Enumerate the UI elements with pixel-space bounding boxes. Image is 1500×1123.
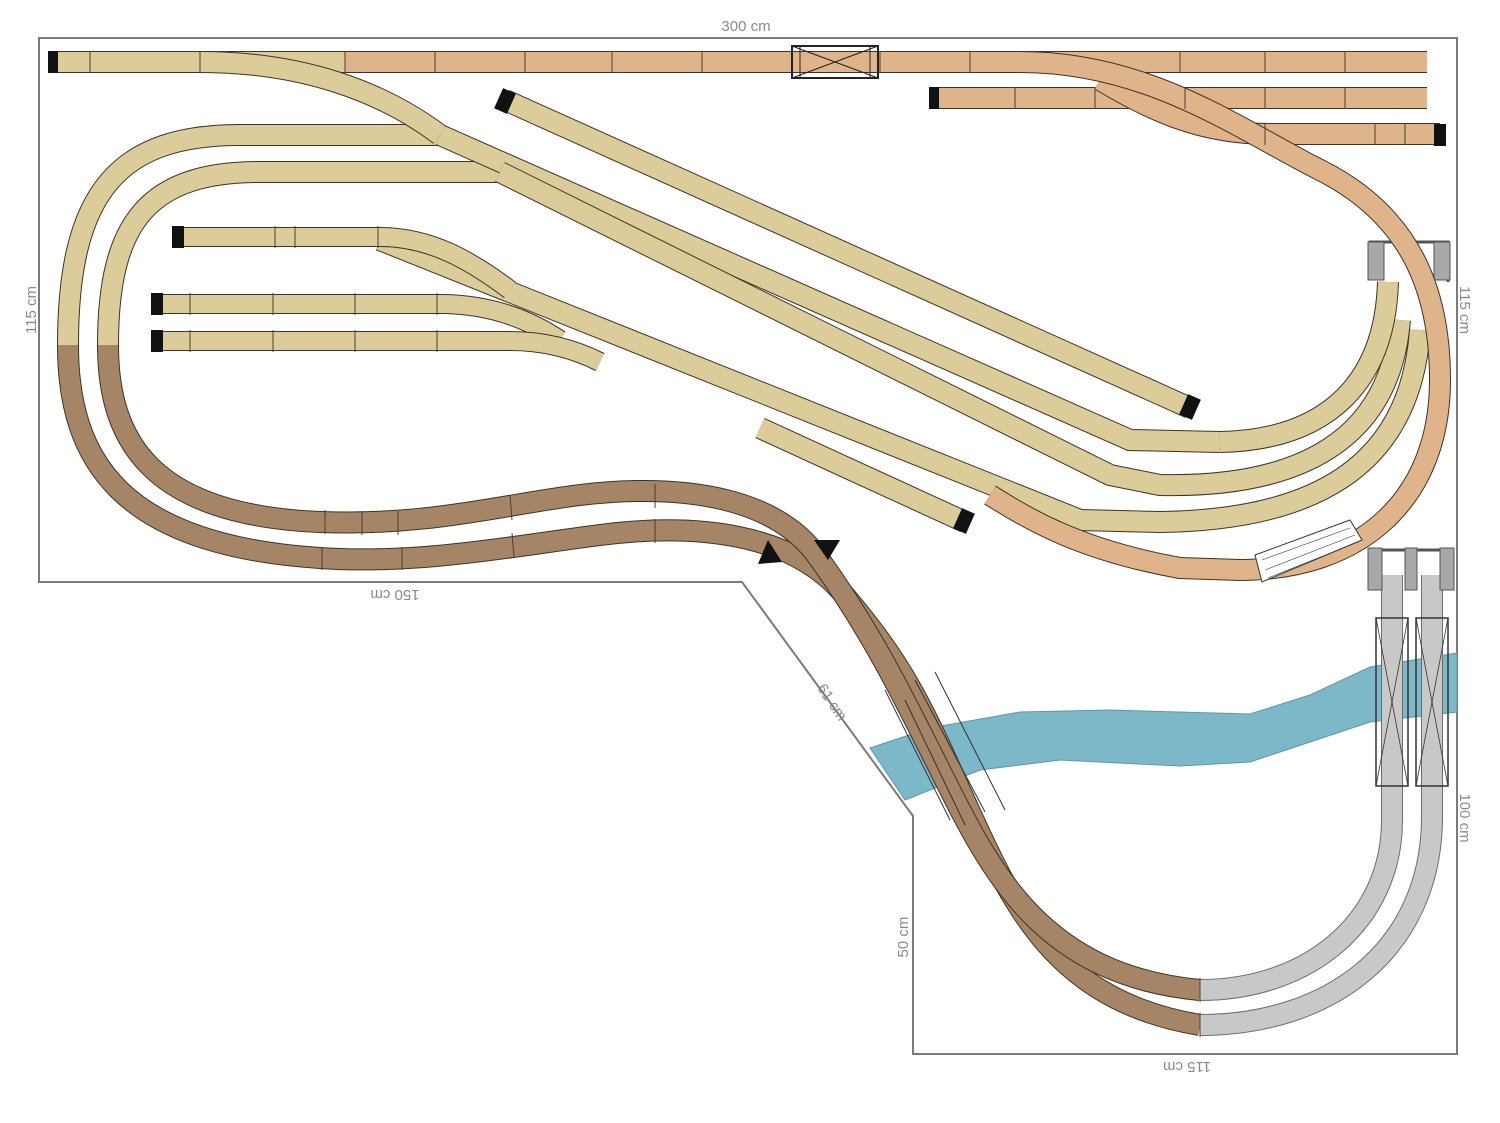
dim-diagonal: 61 cm [813, 681, 850, 724]
dim-bottom-right: 115 cm [1163, 1058, 1211, 1075]
dim-right-lower: 100 cm [1456, 793, 1473, 842]
station-diagonal-tracks [375, 124, 1431, 534]
diagonal-spur-lower [755, 418, 970, 532]
diagonal-spur-upper [500, 89, 1195, 419]
station-outer-loop [57, 124, 440, 346]
yard-return-curve [984, 51, 1452, 582]
platform [1254, 519, 1363, 583]
hidden-track-inner [1199, 575, 1403, 1001]
direction-arrow-icon [758, 540, 840, 564]
tunnel-portal-upper-icon [1367, 240, 1451, 282]
station-spurs [160, 227, 605, 371]
bridge-right-icon [1375, 617, 1449, 787]
track-joints [89, 51, 1406, 1037]
station-inner-loop [97, 161, 500, 346]
dim-bottom-left: 150 cm [370, 586, 419, 603]
bridge-left-icon [884, 671, 1006, 826]
bridge-top-icon [791, 45, 879, 79]
main-line-inner [97, 344, 1202, 1001]
board-outline [38, 37, 1458, 1055]
dim-inner-vertical: 50 cm [895, 917, 912, 958]
dim-right-upper: 115 cm [1456, 286, 1473, 334]
dim-top: 300 cm [721, 18, 770, 35]
dim-left: 115 cm [23, 286, 40, 334]
hidden-track-outer [1199, 575, 1443, 1036]
tunnel-portal-icon [1367, 547, 1455, 591]
buffer-stop-icon [48, 51, 1446, 534]
river [869, 652, 1458, 801]
